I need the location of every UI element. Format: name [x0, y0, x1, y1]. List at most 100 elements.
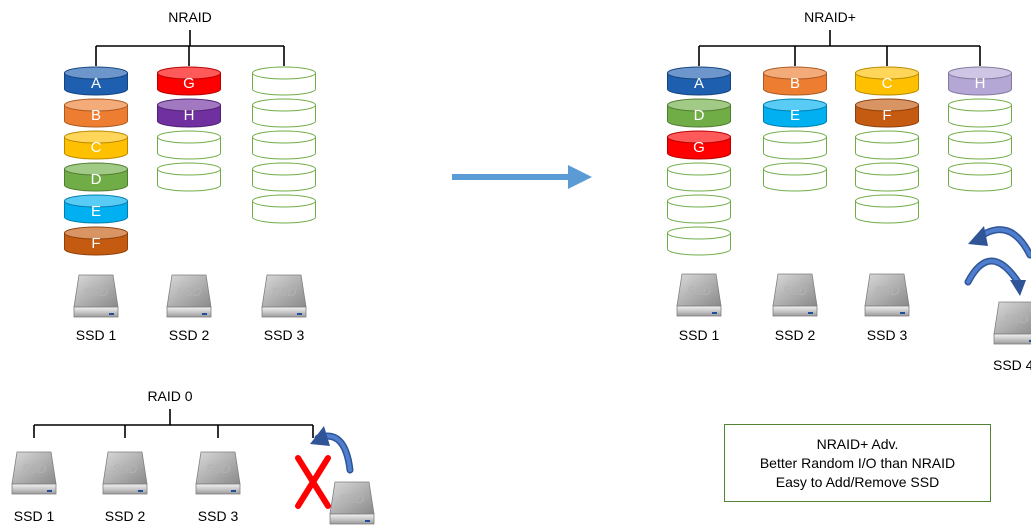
ssd-led [900, 312, 905, 314]
ssd-led [202, 313, 207, 315]
nraid-plus-col2-disk-0: B [763, 66, 827, 96]
nraid-col3-disk-1 [252, 98, 316, 128]
advantages-line-2: Easy to Add/Remove SSD [775, 473, 940, 490]
nraid-col1-disk-3: D [64, 162, 128, 192]
nraid-ssd2-label: SSD 2 [168, 327, 210, 343]
ssd-front-face [993, 333, 1031, 345]
nraid-plus-col1-disk-4 [667, 194, 731, 224]
nraid-col1-disk-1: B [64, 98, 128, 128]
empty-disk-top [667, 226, 731, 240]
nraid-col3-disk-4 [252, 194, 316, 224]
nraid-plus-col2-disk-3 [763, 162, 827, 192]
empty-disk-top [855, 194, 919, 208]
ssd-icon-text: SSD [687, 284, 712, 298]
advantages-title: NRAID+ Adv. [816, 435, 899, 452]
disk-top [763, 98, 827, 112]
nraid-plus-col2-disk-1: E [763, 98, 827, 128]
empty-disk-top [855, 130, 919, 144]
disk-label: A [91, 75, 101, 92]
curved-arrow-inner [966, 259, 1020, 284]
nraid-ssd2-icon: SSD [166, 274, 212, 318]
empty-disk-top [855, 162, 919, 176]
disk-top [667, 130, 731, 144]
nraid-plus-ssd3-icon: SSD [864, 273, 910, 317]
disk-label: D [91, 171, 102, 188]
transition-arrow-shaft [452, 174, 570, 180]
nraid-title: NRAID [168, 9, 212, 25]
nraid-plus-col3-disk-0: C [855, 66, 919, 96]
nraid-plus-ssd2-label: SSD 2 [774, 327, 816, 343]
ssd-icon-text: SSD [340, 492, 365, 506]
transition-arrow-head [568, 165, 592, 189]
empty-disk-top [252, 162, 316, 176]
disk-label: C [882, 75, 893, 92]
raid0-x-mark [295, 455, 331, 509]
empty-disk-top [948, 130, 1012, 144]
nraid-plus-ssd1-label: SSD 1 [678, 327, 720, 343]
disk-label: D [694, 107, 705, 124]
empty-disk-top [763, 130, 827, 144]
disk-label: H [975, 75, 986, 92]
empty-disk-top [252, 194, 316, 208]
raid0-ssd3-icon: SSD [195, 451, 241, 495]
ssd-front-face [73, 306, 119, 318]
ssd-front-face [329, 513, 375, 525]
curved-arrow-head [968, 226, 988, 246]
disk-top [667, 98, 731, 112]
empty-disk-top [763, 162, 827, 176]
empty-disk-top [157, 130, 221, 144]
ssd-led [138, 490, 143, 492]
nraid-plus-col1-disk-0: A [667, 66, 731, 96]
disk-top [157, 98, 221, 112]
nraid-col1-disk-2: C [64, 130, 128, 160]
disk-top [667, 66, 731, 80]
nraid-plus-col4-disk-2 [948, 130, 1012, 160]
nraid-plus-connector [698, 30, 981, 66]
raid0-ssd4-icon: SSD [329, 481, 375, 525]
disk-top [763, 66, 827, 80]
disk-label: E [790, 107, 800, 124]
ssd-front-face [772, 305, 818, 317]
ssd-led [365, 520, 370, 522]
nraid-plus-ssd2-icon: SSD [772, 273, 818, 317]
nraid-ssd3-icon: SSD [261, 274, 307, 318]
nraid-plus-col4-disk-0: H [948, 66, 1012, 96]
ssd-icon-text: SSD [84, 285, 109, 299]
nraid-col3-disk-0 [252, 66, 316, 96]
nraid-plus-ssd1-icon: SSD [676, 273, 722, 317]
raid0-connector [33, 409, 314, 438]
disk-label: G [693, 139, 705, 156]
empty-disk-top [157, 162, 221, 176]
nraid-plus-col1-disk-3 [667, 162, 731, 192]
ssd-led [231, 490, 236, 492]
ssd-led [808, 312, 813, 314]
disk-top [948, 66, 1012, 80]
nraid-plus-col1-disk-1: D [667, 98, 731, 128]
disk-label: F [91, 235, 100, 252]
nraid-ssd3-label: SSD 3 [263, 327, 305, 343]
raid0-title: RAID 0 [147, 388, 193, 404]
nraid-plus-col4-disk-1 [948, 98, 1012, 128]
nraid-plus-col3-disk-4 [855, 194, 919, 224]
disk-label: B [790, 75, 800, 92]
transition-arrow [452, 165, 592, 189]
advantages-line-1: Better Random I/O than NRAID [759, 454, 956, 471]
nraid-col2-disk-3 [157, 162, 221, 192]
disk-label: A [694, 75, 704, 92]
disk-top [64, 98, 128, 112]
empty-disk-top [667, 194, 731, 208]
ssd-icon-text: SSD [177, 285, 202, 299]
nraid-col1-disk-0: A [64, 66, 128, 96]
empty-disk-top [667, 162, 731, 176]
nraid-col2-disk-1: H [157, 98, 221, 128]
ssd-icon-text: SSD [22, 462, 47, 476]
nraid-plus-col1-disk-5 [667, 226, 731, 256]
ssd-icon-text: SSD [1004, 312, 1029, 326]
curved-arrow-head [1010, 280, 1026, 296]
nraid-plus-col4-disk-3 [948, 162, 1012, 192]
ssd-front-face [11, 483, 57, 495]
ssd-front-face [102, 483, 148, 495]
disk-top [157, 66, 221, 80]
ssd-led [297, 313, 302, 315]
